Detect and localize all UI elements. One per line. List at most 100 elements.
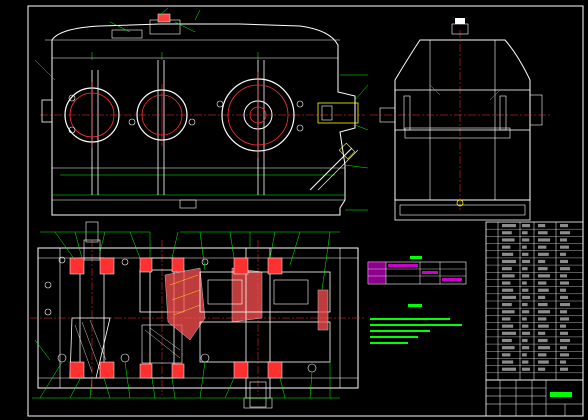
parts-table-cell-text <box>522 295 530 299</box>
parts-table-cell-text <box>538 367 546 371</box>
parts-table-cell-text <box>560 310 567 314</box>
side-view[interactable] <box>370 18 550 221</box>
front-view-leaders <box>34 7 369 211</box>
parts-table-cell-text <box>502 346 515 350</box>
parts-table-cell-text <box>522 331 530 335</box>
parts-table-cell-text <box>538 252 549 256</box>
parts-table-cell-text <box>560 360 566 364</box>
parts-table-cell-text <box>560 252 566 256</box>
parts-table-cell-text <box>502 259 516 264</box>
parts-table-cell-text <box>522 281 527 285</box>
parts-table-cell-text <box>522 310 530 314</box>
parts-table-cell-text <box>522 346 530 350</box>
parts-table-cell-text <box>560 331 568 335</box>
parts-table-cell-text <box>502 303 512 307</box>
parts-table-cell-text <box>522 274 530 278</box>
title-block-name-box <box>550 392 572 397</box>
parts-table-cell-text <box>502 231 512 235</box>
parts-table-cell-text <box>560 295 568 299</box>
plan-section-view[interactable] <box>30 221 365 409</box>
parts-table-cell-text <box>502 224 516 228</box>
parts-table-cell-text <box>560 324 566 328</box>
parts-table-cell-text <box>522 324 529 328</box>
parts-table-cell-text <box>502 310 515 314</box>
sheet-border <box>27 5 584 417</box>
parts-table-cell-text <box>502 281 511 285</box>
parts-table-cell-text <box>502 238 515 242</box>
parts-table-cell-text <box>538 331 546 335</box>
parts-table-cell-text <box>522 367 530 371</box>
bearing-left <box>64 82 120 148</box>
parts-table-cell-text <box>538 317 547 321</box>
parts-table-cell-text <box>502 324 514 328</box>
parts-table-cell-text <box>502 267 512 271</box>
oil-gauge <box>309 142 359 191</box>
parts-table-cell-text <box>502 288 514 292</box>
parts-table-cell-text <box>522 224 530 228</box>
parts-table-cell-text <box>560 317 569 321</box>
parts-table-cell-text <box>538 231 548 235</box>
parts-table-cell-text <box>560 274 567 278</box>
title-block[interactable] <box>485 379 584 417</box>
parts-table-cell-text <box>560 353 569 357</box>
parts-table-cell-text <box>560 288 566 292</box>
parts-table-cell-text <box>560 259 568 264</box>
parts-list-table[interactable] <box>485 221 584 381</box>
gear-parameter-table[interactable] <box>367 256 467 285</box>
input-shaft-end <box>41 99 53 123</box>
parts-table-cell-text <box>522 231 528 235</box>
parts-table-cell-text <box>522 245 527 249</box>
parts-table-cell-text <box>522 267 528 271</box>
side-housing-outline <box>394 39 531 201</box>
parts-table-cell-text <box>522 353 527 357</box>
parts-table-cell-text <box>538 267 548 271</box>
parts-table-cell-text <box>538 281 547 285</box>
parts-table-cell-text <box>538 338 548 343</box>
parts-table-cell-text <box>502 338 512 343</box>
plan-view-leaders <box>32 231 340 399</box>
parts-table-cell-text <box>538 238 550 242</box>
parts-table-cell-text <box>560 238 567 242</box>
parts-table-cell-text <box>502 360 514 364</box>
parts-table-cell-text <box>502 367 516 371</box>
parts-table-cell-text <box>538 224 546 228</box>
parts-table-cell-text <box>560 245 569 249</box>
parts-table-cell-text <box>560 231 570 235</box>
parts-table-cell-text <box>538 310 550 314</box>
parts-table-cell-text <box>560 224 568 228</box>
parts-table-cell-text <box>560 303 570 307</box>
front-housing-outline <box>51 23 356 216</box>
parts-table-cell-text <box>522 238 530 242</box>
parts-table-cell-text <box>522 338 528 343</box>
parts-table-cell-text <box>538 303 548 307</box>
side-view-leaders <box>429 84 501 101</box>
parts-table-cell-text <box>538 360 549 364</box>
parts-table-cell-text <box>538 324 549 328</box>
output-shaft-end <box>317 102 359 124</box>
parts-table-cell-text <box>538 353 547 357</box>
parts-table-cell-text <box>538 245 547 249</box>
parts-table-cell-text <box>502 245 511 249</box>
output-shaft <box>199 247 331 409</box>
parts-table-cell-text <box>560 267 570 271</box>
parts-table-cell-text <box>502 274 515 278</box>
parts-table-cell-text <box>538 346 550 350</box>
parts-table-cell-text <box>502 331 516 335</box>
gear-pair-hatched <box>164 267 263 341</box>
parts-table-cell-text <box>560 338 570 343</box>
parts-table-cell-text <box>538 274 550 278</box>
parts-table-cell-text <box>502 252 514 256</box>
parts-table-cell-text <box>522 288 529 292</box>
parts-table-cell-text <box>502 295 516 299</box>
parts-table-cell-text <box>522 252 529 256</box>
input-shaft <box>69 221 111 379</box>
parts-table-cell-text <box>522 303 528 307</box>
parts-table-cell-text <box>560 281 569 285</box>
parts-table-cell-text <box>538 259 546 264</box>
parts-table-cell-text <box>522 317 527 321</box>
technical-requirements-notes[interactable] <box>370 304 462 344</box>
front-view[interactable] <box>34 7 369 216</box>
bearing-middle <box>136 84 188 146</box>
parts-table-cell-text <box>522 259 530 264</box>
